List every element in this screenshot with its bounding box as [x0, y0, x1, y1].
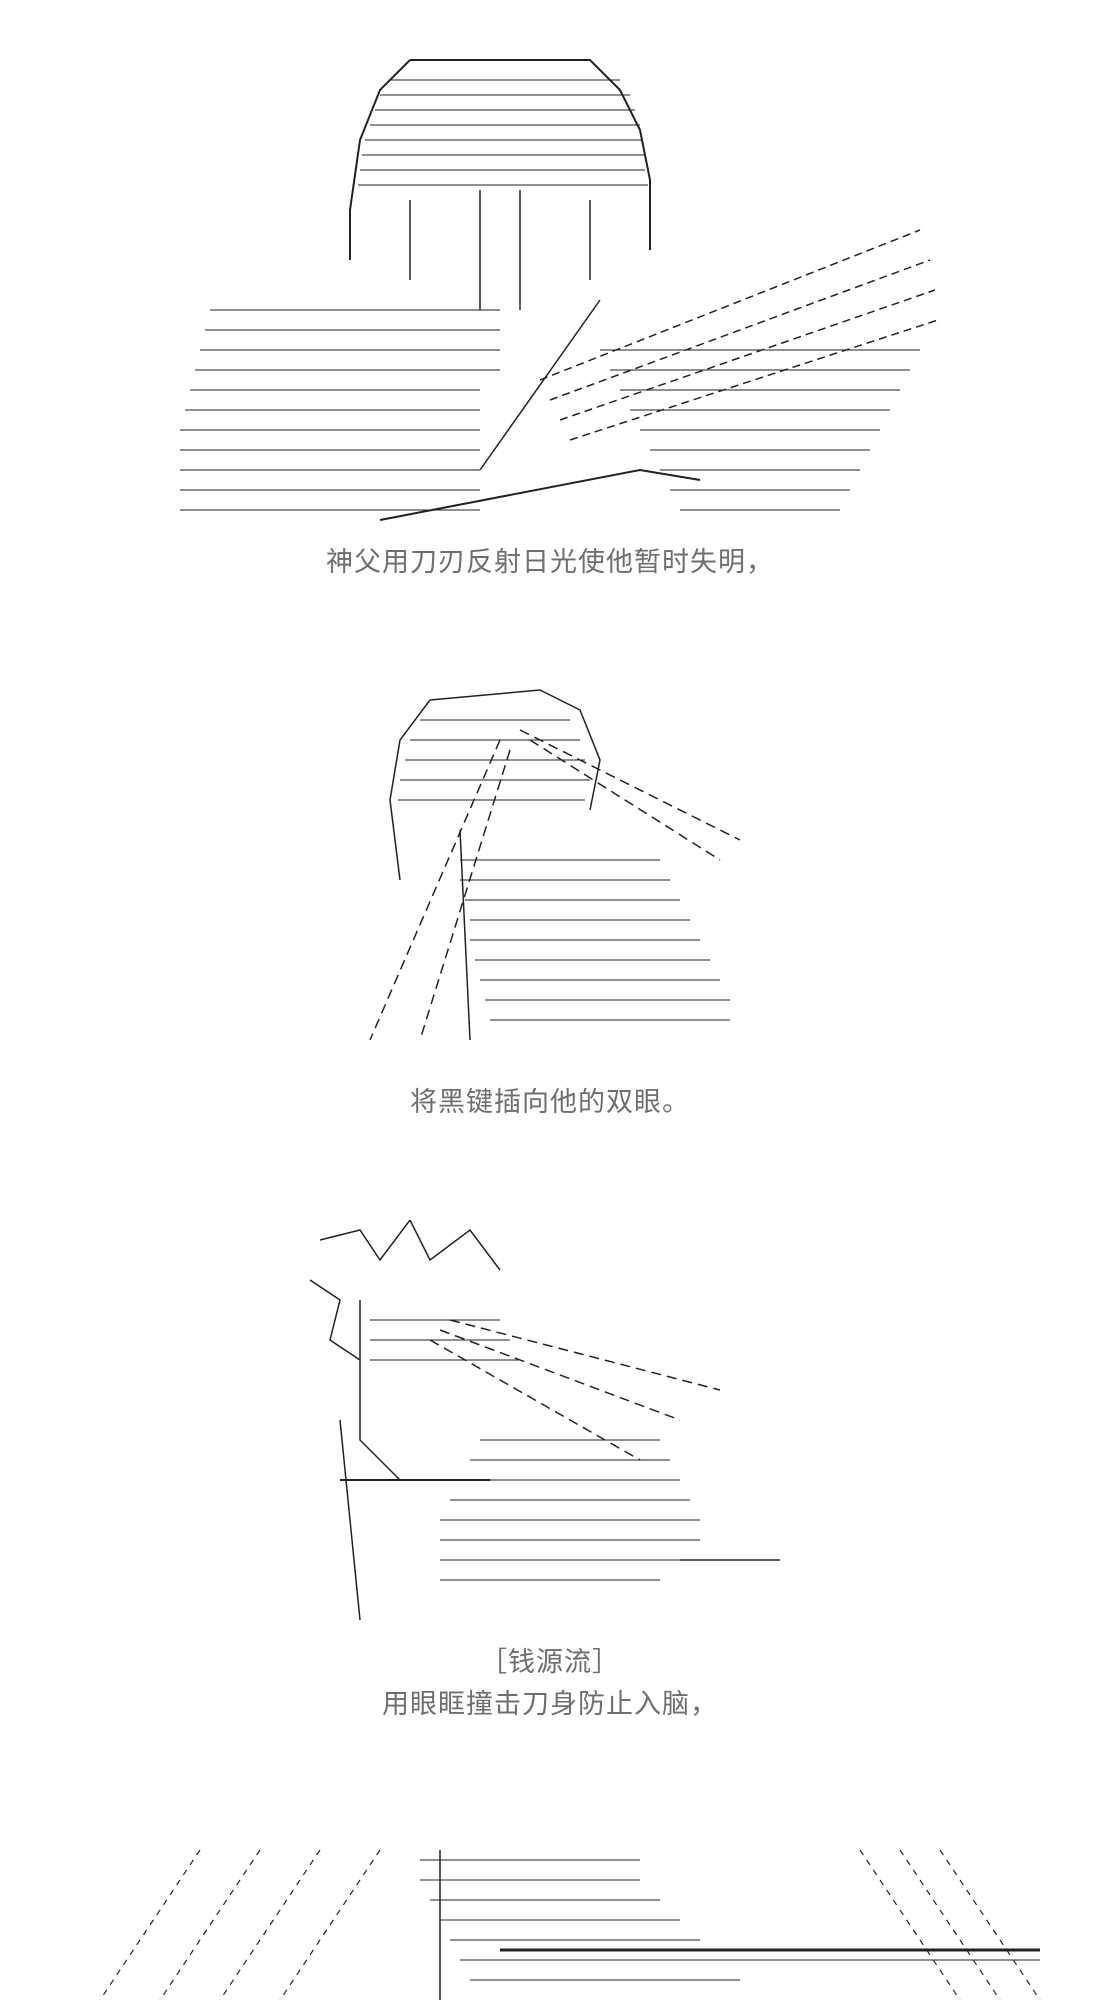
rain-swordsman-art: [99, 1849, 1041, 2000]
caption: 将黑键插向他的双眼。: [410, 1087, 690, 1118]
panel-2: 将黑键插向他的双眼。: [0, 680, 1100, 1150]
black-key-eye-stab-art: [369, 689, 741, 1041]
panel-3: ［钱源流］ 用眼眶撞击刀身防止入脑，: [0, 1220, 1100, 1750]
priest-blade-reflect-art: [180, 59, 939, 521]
technique-title: ［钱源流］: [480, 1647, 620, 1678]
eye-socket-block-art: [309, 1220, 780, 1620]
panel-4: [0, 1840, 1100, 2000]
panel-1: 神父用刀刃反射日光使他暂时失明，: [0, 0, 1100, 620]
caption: 用眼眶撞击刀身防止入脑，: [382, 1689, 718, 1720]
caption: 神父用刀刃反射日光使他暂时失明，: [326, 547, 774, 578]
